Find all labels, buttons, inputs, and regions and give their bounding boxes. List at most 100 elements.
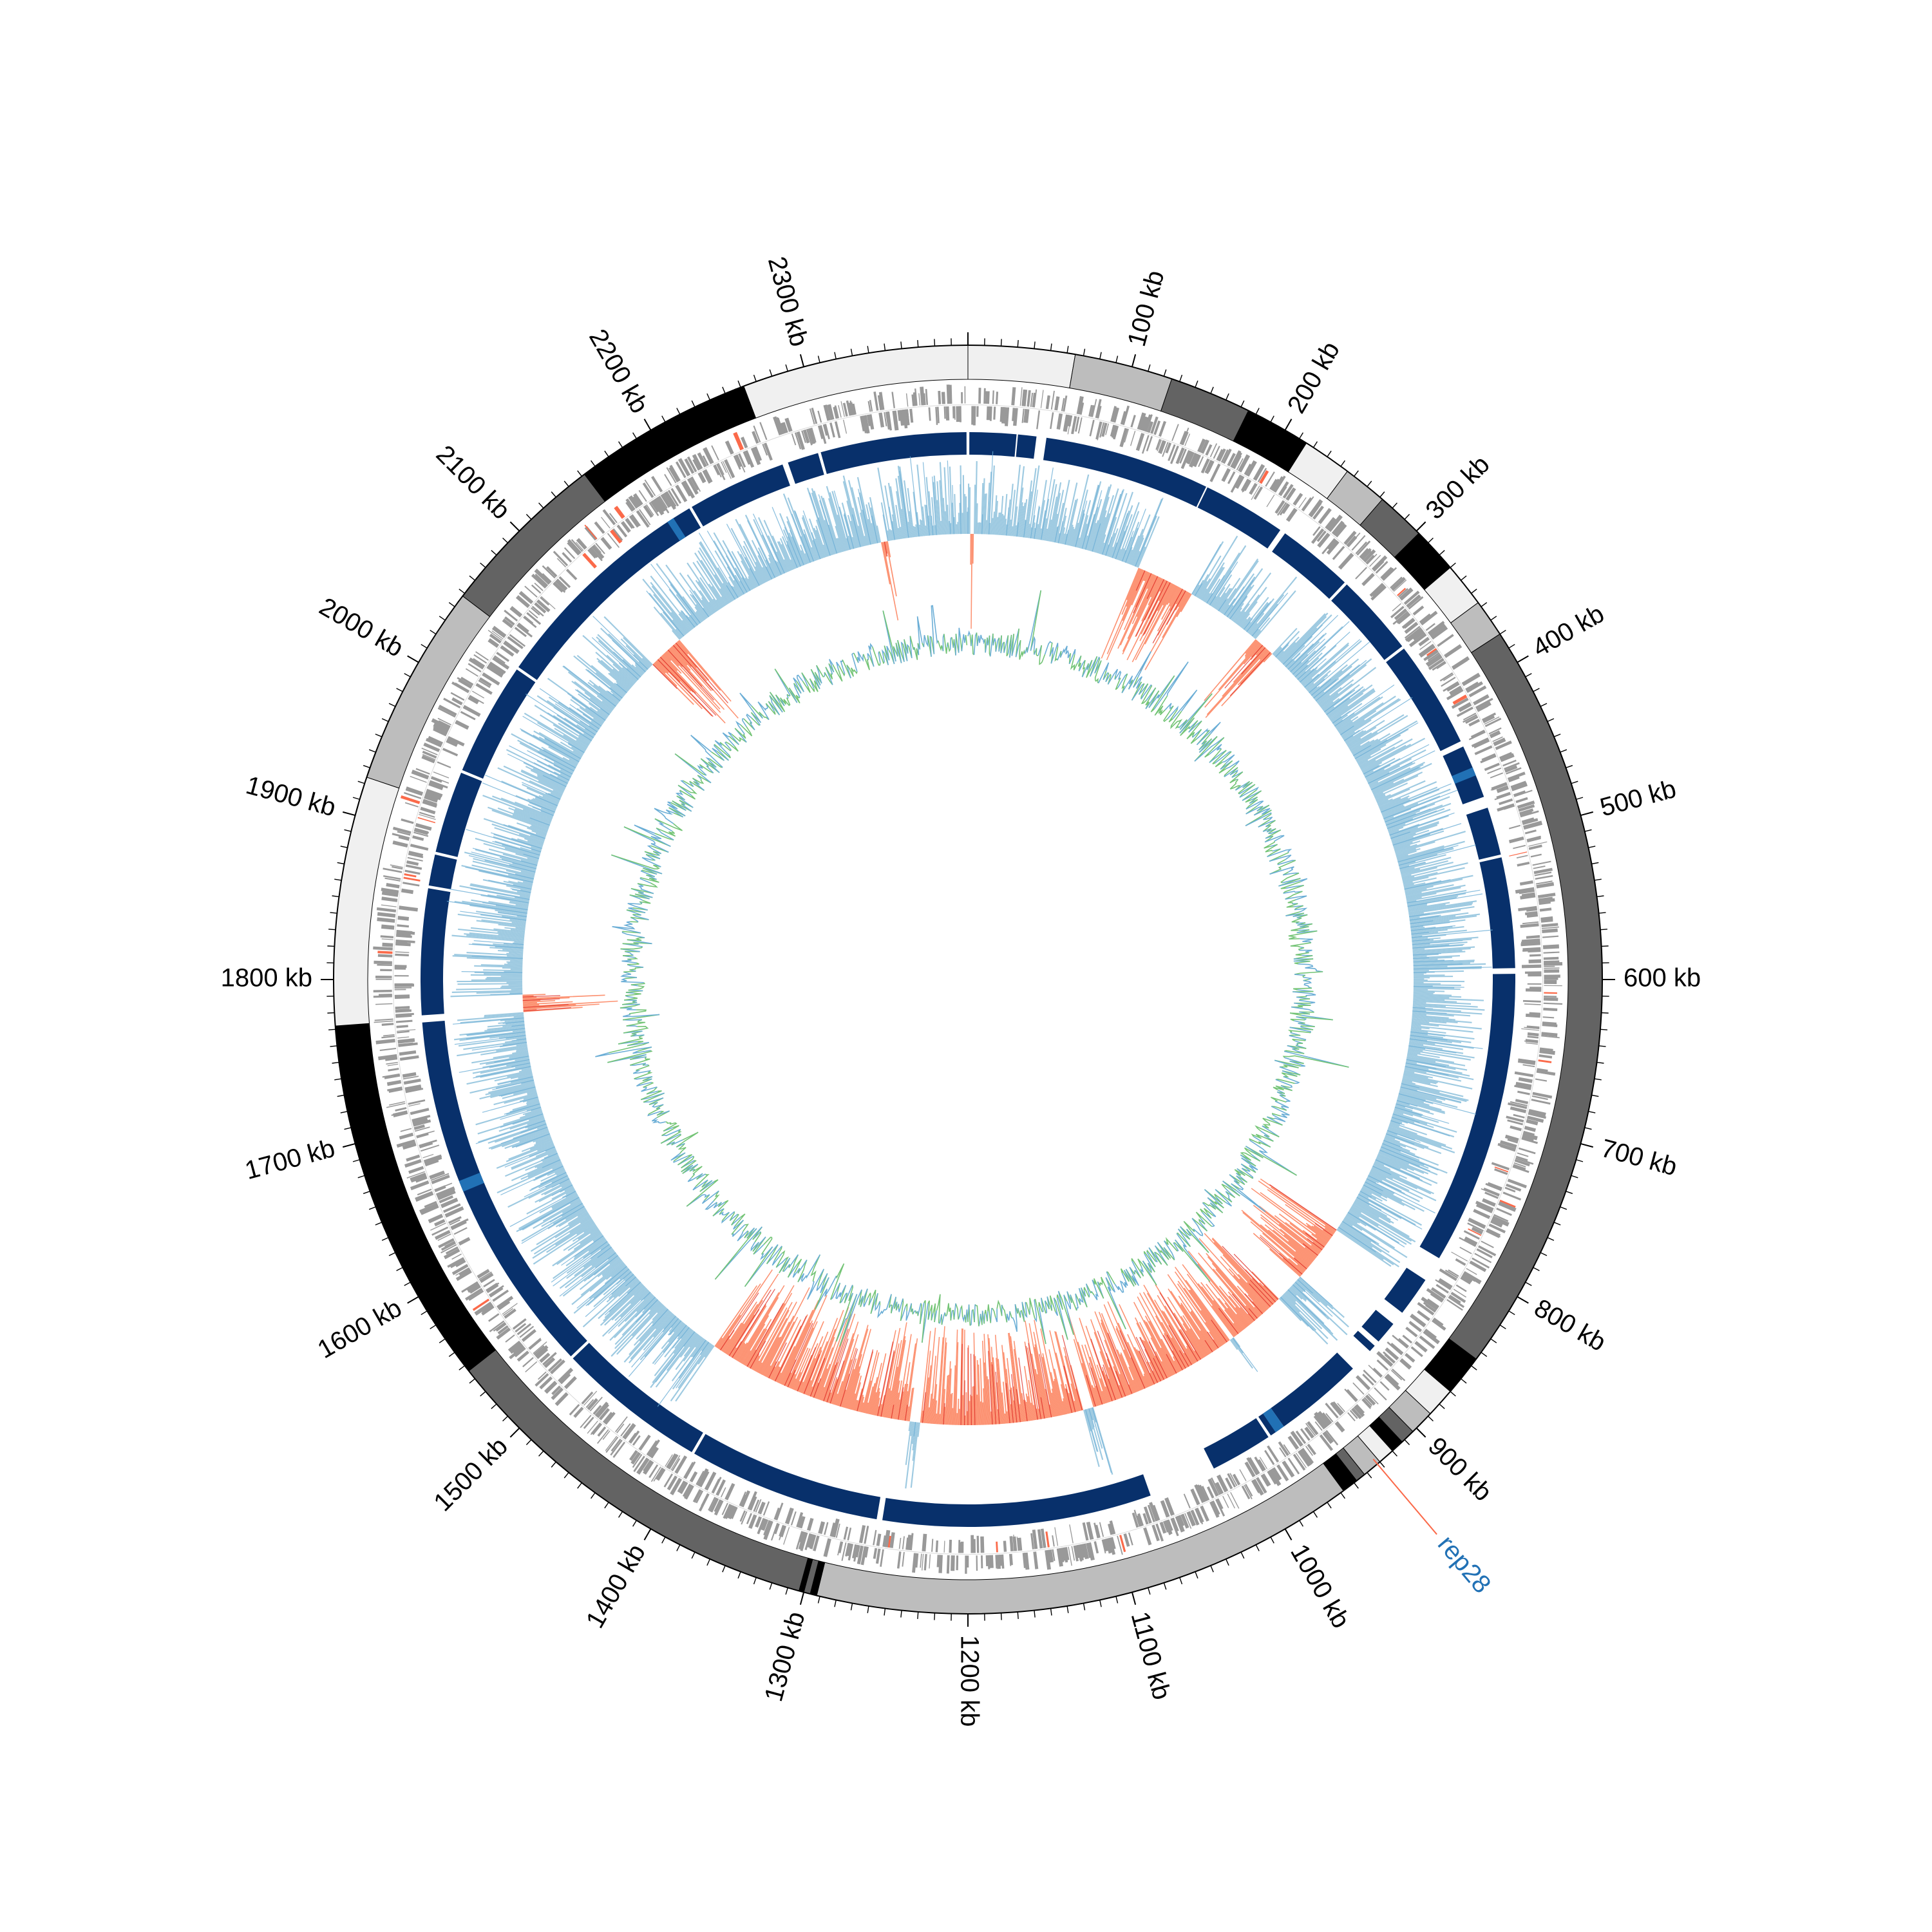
gc-skew-positive: [577, 1210, 588, 1217]
gc-skew-positive: [533, 1135, 551, 1143]
gc-skew-spike: [947, 460, 951, 535]
gene-feature: [925, 389, 929, 405]
gene-feature: [509, 1341, 523, 1354]
gc-skew-positive: [531, 824, 548, 832]
major-tick: [1580, 1142, 1594, 1148]
minor-tick: [381, 718, 389, 722]
gc-skew-spike: [608, 1292, 651, 1334]
gene-feature: [488, 638, 500, 648]
gc-skew-positive: [484, 1026, 525, 1032]
gc-skew-positive: [1349, 1209, 1407, 1245]
gc-skew-spike: [1324, 691, 1352, 712]
gene-feature: [958, 1540, 961, 1553]
gene-feature: [1451, 697, 1469, 709]
gc-skew-positive: [1403, 1074, 1438, 1084]
minor-tick: [769, 369, 773, 377]
gene-feature: [905, 393, 909, 407]
gc-skew-positive: [582, 1277, 638, 1328]
gene-feature: [375, 1003, 393, 1005]
gc-skew-positive: [580, 1229, 600, 1245]
gc-skew-positive: [1392, 829, 1430, 843]
gc-skew-positive: [665, 564, 706, 620]
gc-skew-spike: [904, 1405, 908, 1421]
gc-content-trace: [1233, 1180, 1244, 1191]
gc-skew-positive: [515, 801, 553, 818]
gene-feature: [1343, 531, 1357, 545]
minor-tick: [817, 355, 820, 363]
gc-skew-spike: [1396, 1100, 1418, 1107]
gc-skew-positive: [1373, 772, 1423, 795]
gene-feature: [522, 1357, 534, 1368]
gc-skew-positive: [1355, 1199, 1391, 1221]
gc-skew-negative: [817, 1363, 831, 1399]
gc-skew-positive: [589, 679, 619, 704]
gc-skew-negative: [859, 1396, 865, 1412]
gc-skew-positive: [533, 1217, 592, 1255]
gc-skew-positive: [837, 538, 843, 553]
gene-feature: [724, 1504, 734, 1519]
gene-feature: [1356, 1375, 1371, 1390]
gene-feature: [1513, 790, 1526, 797]
gene-feature: [455, 1260, 466, 1267]
gc-skew-positive: [670, 612, 688, 634]
gc-skew-positive: [503, 1112, 543, 1125]
gc-content-trace: [1170, 710, 1183, 730]
minor-tick: [1490, 1338, 1497, 1343]
gene-feature: [1488, 727, 1502, 735]
gc-skew-negative: [663, 653, 672, 661]
gc-skew-positive: [553, 1205, 585, 1225]
gc-skew-positive: [526, 787, 560, 803]
gene-feature: [1326, 540, 1340, 555]
gene-feature: [600, 536, 612, 550]
gc-skew-positive: [990, 465, 995, 535]
gc-skew-positive: [699, 547, 734, 601]
gene-feature: [1451, 1251, 1468, 1262]
gc-skew-negative: [895, 1380, 903, 1419]
gene-feature: [976, 406, 979, 417]
gc-skew-positive: [650, 1331, 695, 1388]
gene-feature: [952, 406, 955, 419]
gc-skew-positive: [980, 483, 984, 535]
gc-skew-positive: [1291, 650, 1316, 674]
gc-skew-positive: [1412, 1009, 1482, 1015]
gc-skew-positive: [554, 1168, 565, 1174]
gc-skew-positive: [683, 1336, 703, 1362]
gc-skew-negative: [1239, 1307, 1253, 1323]
gc-skew-positive: [1362, 1186, 1382, 1197]
gene-feature: [1056, 1548, 1063, 1567]
gc-skew-negative: [1204, 1233, 1273, 1306]
gc-skew-negative: [1100, 1319, 1132, 1395]
gc-skew-positive: [802, 515, 820, 560]
gc-skew-positive: [649, 1302, 661, 1315]
gc-skew-positive: [1068, 526, 1074, 546]
gene-feature: [1245, 1484, 1253, 1497]
gc-skew-positive: [587, 1269, 630, 1306]
gc-skew-positive: [1413, 958, 1438, 961]
gene-feature: [589, 1396, 603, 1412]
gene-feature: [397, 1038, 415, 1044]
gc-skew-positive: [584, 728, 596, 736]
gc-skew-positive: [1403, 1072, 1428, 1079]
gc-skew-positive: [1351, 1205, 1412, 1242]
gc-skew-positive: [498, 949, 524, 953]
gc-skew-positive: [1388, 1126, 1453, 1150]
gc-skew-positive: [1049, 482, 1062, 542]
gc-skew-positive: [1404, 1067, 1426, 1074]
gc-skew-positive: [1399, 1091, 1458, 1108]
gene-feature: [585, 1399, 594, 1408]
gc-skew-positive: [507, 824, 546, 838]
gc-skew-positive: [535, 1164, 564, 1179]
gc-skew-negative: [1134, 1317, 1166, 1379]
gc-skew-negative: [1119, 1374, 1129, 1396]
gc-skew-positive: [672, 630, 681, 640]
gc-skew-positive: [604, 1282, 643, 1318]
gene-feature: [1061, 398, 1065, 412]
gc-skew-positive: [1287, 1289, 1325, 1325]
gc-skew-positive: [1336, 719, 1352, 730]
minor-tick: [1312, 441, 1318, 448]
minor-tick: [1428, 537, 1434, 544]
gene-feature: [1466, 681, 1483, 693]
gene-feature: [378, 1054, 397, 1061]
gc-content-trace: [1263, 813, 1272, 820]
gc-skew-spike: [472, 848, 538, 866]
